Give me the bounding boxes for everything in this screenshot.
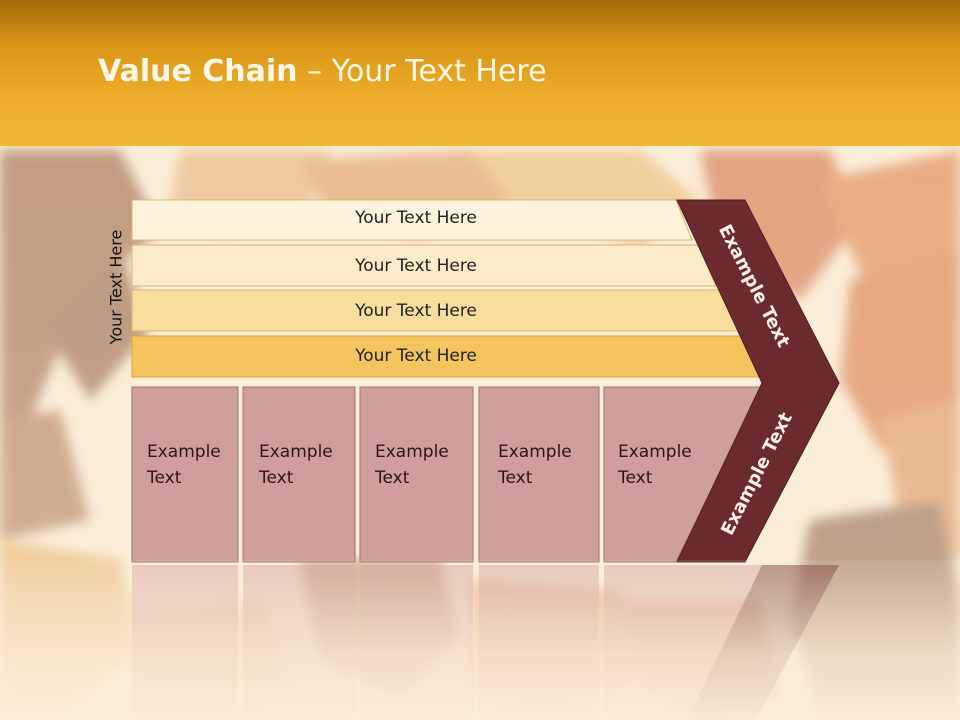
- cell-3-line1: Example: [375, 442, 449, 462]
- cell-1-line2: Text: [147, 468, 182, 488]
- cell-5-line1: Example: [618, 442, 692, 462]
- row-label-3: Your Text Here: [355, 301, 477, 321]
- vertical-label-text: Your Text Here: [106, 229, 126, 345]
- cell-3-line2: Text: [375, 468, 410, 488]
- title-bold: Value Chain: [98, 54, 298, 89]
- cell-2-line1: Example: [259, 442, 333, 462]
- cell-4-line1: Example: [498, 442, 572, 462]
- cell-box-3[interactable]: [359, 386, 474, 563]
- cell-2-line2: Text: [259, 468, 294, 488]
- cell-5-line2: Text: [618, 468, 653, 488]
- cell-box-1[interactable]: [131, 386, 239, 563]
- cell-4-line2: Text: [498, 468, 533, 488]
- cell-box-2[interactable]: [242, 386, 356, 563]
- row-label-4: Your Text Here: [355, 346, 477, 366]
- page-title: Value Chain – Your Text Here: [98, 54, 547, 89]
- cell-box-4[interactable]: [478, 386, 600, 563]
- title-rest: – Your Text Here: [297, 54, 547, 89]
- header-band: [0, 0, 960, 146]
- row-label-1: Your Text Here: [355, 208, 477, 228]
- reflection-fade: [0, 560, 960, 720]
- cell-1-line1: Example: [147, 442, 221, 462]
- row-label-2: Your Text Here: [355, 256, 477, 276]
- row-band-1[interactable]: [131, 199, 693, 241]
- row-band-2[interactable]: [131, 244, 717, 287]
